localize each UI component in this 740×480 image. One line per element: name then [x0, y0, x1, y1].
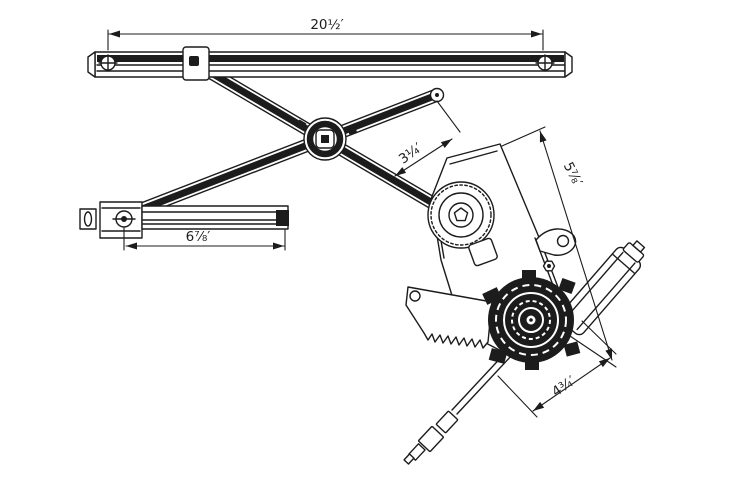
mounting-tab — [535, 228, 577, 272]
drum-spindle-hole — [453, 207, 469, 222]
top-guide-rail — [87, 46, 573, 81]
rail-slider-block — [182, 46, 210, 81]
equalizer-rail — [79, 201, 289, 239]
cross-arm — [121, 87, 445, 223]
wire-connector — [403, 410, 459, 465]
dim-arm-offset-label: 3¼′ — [396, 140, 425, 167]
center-pivot — [303, 117, 347, 161]
motor-wire — [451, 350, 513, 415]
rail-right-roller — [535, 54, 555, 72]
dim-bracket-span-label: 5⅞′ — [560, 160, 585, 189]
sector-gear — [405, 286, 493, 349]
rail-right-chamfer — [564, 51, 573, 78]
dim-equalizer-rail-label: 6⅞′ — [186, 229, 211, 245]
rail-left-chamfer — [87, 51, 96, 78]
dim-top-rail-label: 20½′ — [310, 17, 343, 33]
spring-drum — [427, 181, 495, 249]
square-mount-hole — [468, 237, 498, 267]
dimension-equalizer-rail: 6⅞′ — [123, 227, 286, 251]
motor-gearbox — [482, 270, 581, 370]
rail-left-roller — [98, 54, 118, 72]
dim-motor-span-label: 4¾′ — [549, 373, 578, 400]
dimension-top-rail: 20½′ — [107, 17, 544, 51]
rail-channel — [141, 205, 289, 230]
